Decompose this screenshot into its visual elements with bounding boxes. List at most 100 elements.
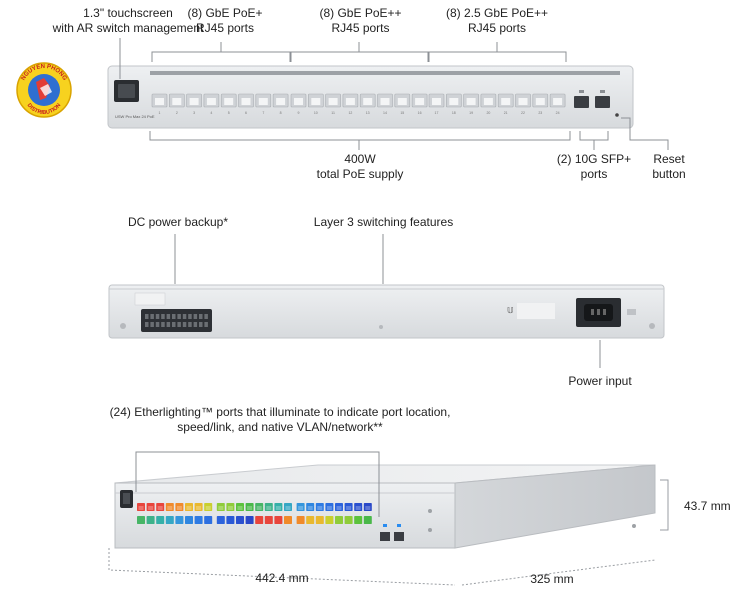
rj45-port-contacts <box>415 98 425 105</box>
etherlighting-port-led <box>354 516 363 524</box>
persp-sfp-1 <box>380 532 390 541</box>
port-number-label: 10 <box>314 111 318 115</box>
etherlighting-port-led <box>236 503 244 511</box>
etherlighting-port-led <box>325 516 334 524</box>
dc-pin <box>193 314 198 319</box>
etherlighting-port-highlight <box>157 506 163 510</box>
etherlighting-port-highlight <box>247 506 253 510</box>
rear-chassis <box>108 284 665 339</box>
dc-pin <box>177 322 181 327</box>
rj45-port-contacts <box>483 98 493 105</box>
etherlighting-port-highlight <box>365 506 371 510</box>
etherlighting-port-highlight <box>275 506 281 510</box>
dc-pin <box>155 314 160 319</box>
reset-button[interactable] <box>615 113 619 117</box>
port-number-label: 7 <box>262 111 264 115</box>
port-number-label: 24 <box>556 111 560 115</box>
etherlighting-port-highlight <box>227 506 233 510</box>
rear-label-sticker <box>134 292 166 306</box>
dc-pin <box>199 314 203 319</box>
layer3-callout: Layer 3 switching features <box>313 215 454 229</box>
port-number-label: 5 <box>228 111 230 115</box>
rj45-port-contacts <box>224 98 234 105</box>
etherlighting-port-led <box>354 503 363 511</box>
rj45-port-contacts <box>241 98 251 105</box>
port-number-label: 17 <box>435 111 439 115</box>
etherlighting-port-led <box>325 503 334 511</box>
front-callout-lines <box>119 38 669 150</box>
etherlighting-port-led <box>194 503 203 511</box>
etherlighting-port-highlight <box>148 506 154 510</box>
ubiquiti-logo: 𝕌 <box>507 306 514 315</box>
persp-sfp-2 <box>394 532 404 541</box>
etherlighting-port-led <box>344 516 353 524</box>
etherlighting-port-led <box>185 516 193 524</box>
etherlighting-port-led <box>245 503 254 511</box>
etherlighting-port-led <box>274 503 283 511</box>
perspective-view <box>114 464 656 549</box>
etherlighting-port-led <box>315 516 324 524</box>
rj45-port-contacts <box>172 98 182 105</box>
dc-pin <box>193 322 198 327</box>
rj45-port-contacts <box>432 98 441 105</box>
dc-pin <box>150 322 154 327</box>
port-number-label: 13 <box>366 111 370 115</box>
sfp-led-2 <box>600 90 605 93</box>
rj45-port-contacts <box>363 98 373 105</box>
port-number-label: 9 <box>298 111 300 115</box>
etherlighting-port-led <box>274 516 283 524</box>
ground-screw-left <box>120 323 126 329</box>
etherlighting-port-led <box>284 503 292 511</box>
gbe-poe-plusplus-callout: (8) GbE PoE++ RJ45 ports <box>303 6 418 36</box>
touchscreen-display <box>118 84 135 98</box>
rear-center-screw <box>379 325 383 329</box>
sfp-port-1 <box>574 96 589 108</box>
etherlighting-port-led <box>255 503 264 511</box>
dc-backup-callout: DC power backup* <box>127 215 229 229</box>
gbe-poe-plus-callout: (8) GbE PoE+ RJ45 ports <box>170 6 280 36</box>
gbe-poe-plusplus-line2: RJ45 ports <box>331 21 390 35</box>
gbe-poe-plus-line1: (8) GbE PoE+ <box>187 6 263 20</box>
rj45-port-contacts <box>553 98 563 105</box>
port-number-label: 18 <box>452 111 456 115</box>
port-number-label: 21 <box>504 111 508 115</box>
port-number-label: 20 <box>486 111 490 115</box>
ground-screw-right <box>649 323 655 329</box>
etherlighting-port-led <box>175 503 184 511</box>
etherlighting-port-led <box>204 516 213 524</box>
touchscreen-callout-line2: with AR switch management <box>52 21 204 35</box>
etherlighting-port-led <box>344 503 353 511</box>
rj45-port-contacts <box>206 98 216 105</box>
etherlighting-port-led <box>137 516 145 524</box>
etherlighting-port-highlight <box>266 506 272 510</box>
etherlighting-port-highlight <box>237 506 243 510</box>
sfp-led-1 <box>579 90 584 93</box>
rear-view: 𝕌 <box>108 284 665 339</box>
etherlighting-port-highlight <box>205 506 211 510</box>
etherlighting-port-led <box>194 516 203 524</box>
rj45-port-contacts <box>466 98 476 105</box>
dc-pin <box>204 322 208 327</box>
etherlighting-port-led <box>146 516 155 524</box>
dc-pin <box>155 322 160 327</box>
etherlighting-port-led <box>315 503 324 511</box>
etherlighting-port-highlight <box>256 506 262 510</box>
port-number-label: 23 <box>538 111 542 115</box>
etherlighting-port-led <box>216 503 225 511</box>
port-number-label: 15 <box>400 111 404 115</box>
reset-line2: button <box>652 167 686 181</box>
etherlighting-port-led <box>165 503 174 511</box>
dc-pin <box>204 314 208 319</box>
dc-connector-pins <box>145 314 208 327</box>
etherlighting-port-led <box>306 503 315 511</box>
etherlighting-port-led <box>226 516 235 524</box>
etherlighting-port-led <box>156 516 165 524</box>
dc-pin <box>166 314 171 319</box>
rj45-port-contacts <box>155 98 164 105</box>
etherlighting-port-led <box>165 516 174 524</box>
dc-pin <box>172 322 176 327</box>
etherlighting-port-led <box>363 516 372 524</box>
dc-pin <box>188 314 192 319</box>
rj45-port-contacts <box>518 98 528 105</box>
